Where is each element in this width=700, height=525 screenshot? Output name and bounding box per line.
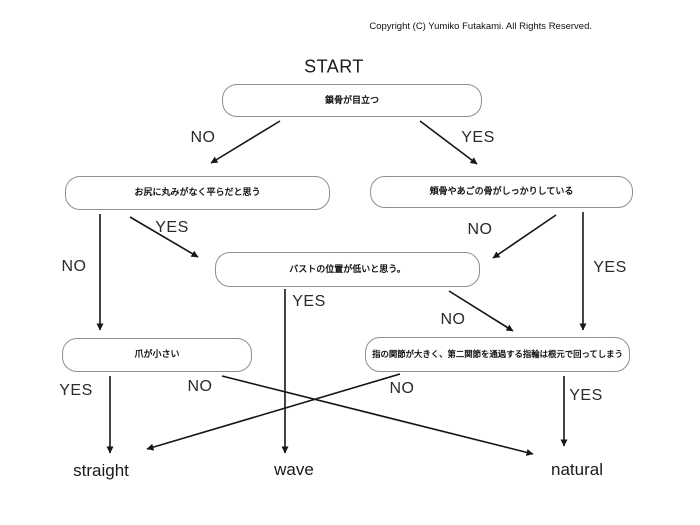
edge-label-q1-no: NO bbox=[190, 129, 216, 146]
edge-label-q2-no: NO bbox=[61, 258, 87, 275]
edge-label-q5-no: NO bbox=[187, 378, 213, 395]
copyright-text: Copyright (C) Yumiko Futakami. All Right… bbox=[369, 21, 592, 32]
question-text: 鎖骨が目立つ bbox=[324, 94, 379, 105]
arrow-q1-no bbox=[210, 120, 281, 164]
question-box-cheekbones: 頬骨やあごの骨がしっかりしている bbox=[370, 176, 633, 208]
question-box-clavicle: 鎖骨が目立つ bbox=[222, 84, 482, 117]
question-box-nails: 爪が小さい bbox=[62, 338, 252, 372]
question-text: 爪が小さい bbox=[134, 349, 180, 360]
outcome-natural: natural bbox=[551, 460, 603, 479]
edge-label-q1-yes: YES bbox=[461, 129, 495, 146]
outcome-straight: straight bbox=[73, 461, 129, 480]
arrow-q3-no bbox=[492, 214, 557, 259]
question-text: 頬骨やあごの骨がしっかりしている bbox=[429, 186, 574, 197]
start-title: START bbox=[304, 56, 364, 77]
question-text: 指の関節が大きく、第二関節を通過する指輪は根元で回ってしまう bbox=[372, 348, 623, 359]
arrow-q4-no bbox=[448, 290, 514, 332]
arrow-q6-no bbox=[146, 373, 401, 451]
edge-label-q4-no: NO bbox=[440, 311, 466, 328]
edge-label-q2-yes: YES bbox=[155, 219, 189, 236]
edge-label-q4-yes: YES bbox=[292, 293, 326, 310]
question-box-knuckles: 指の関節が大きく、第二関節を通過する指輪は根元で回ってしまう bbox=[365, 337, 630, 372]
arrow-q1-yes bbox=[419, 120, 478, 165]
edge-label-q3-no: NO bbox=[467, 221, 493, 238]
arrow-q2-yes bbox=[129, 216, 199, 258]
question-text: お尻に丸みがなく平らだと思う bbox=[134, 187, 261, 198]
edge-label-q3-yes: YES bbox=[593, 259, 627, 276]
arrow-q5-no bbox=[221, 375, 534, 456]
question-box-hips: お尻に丸みがなく平らだと思う bbox=[65, 176, 330, 210]
edge-label-q5-yes: YES bbox=[59, 382, 93, 399]
outcome-wave: wave bbox=[274, 460, 314, 479]
question-text: バストの位置が低いと思う。 bbox=[289, 263, 406, 274]
edge-label-q6-yes: YES bbox=[569, 387, 603, 404]
edge-label-q6-no: NO bbox=[389, 380, 415, 397]
question-box-bust: バストの位置が低いと思う。 bbox=[215, 252, 480, 287]
